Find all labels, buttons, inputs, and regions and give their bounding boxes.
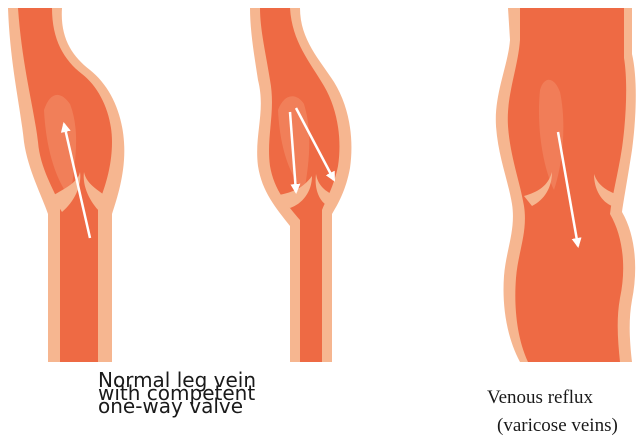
caption-line: (varicose veins) [487,412,618,440]
caption-line: one-way valve [98,400,318,413]
caption-line: Venous reflux [487,384,618,412]
varicose-vein [496,8,636,362]
failing-valve-vein [250,8,351,362]
caption-normal-vein: Normal leg vein with competent one-way v… [98,374,318,413]
caption-venous-reflux: Venous reflux (varicose veins) [487,384,618,440]
normal-vein [8,8,124,362]
